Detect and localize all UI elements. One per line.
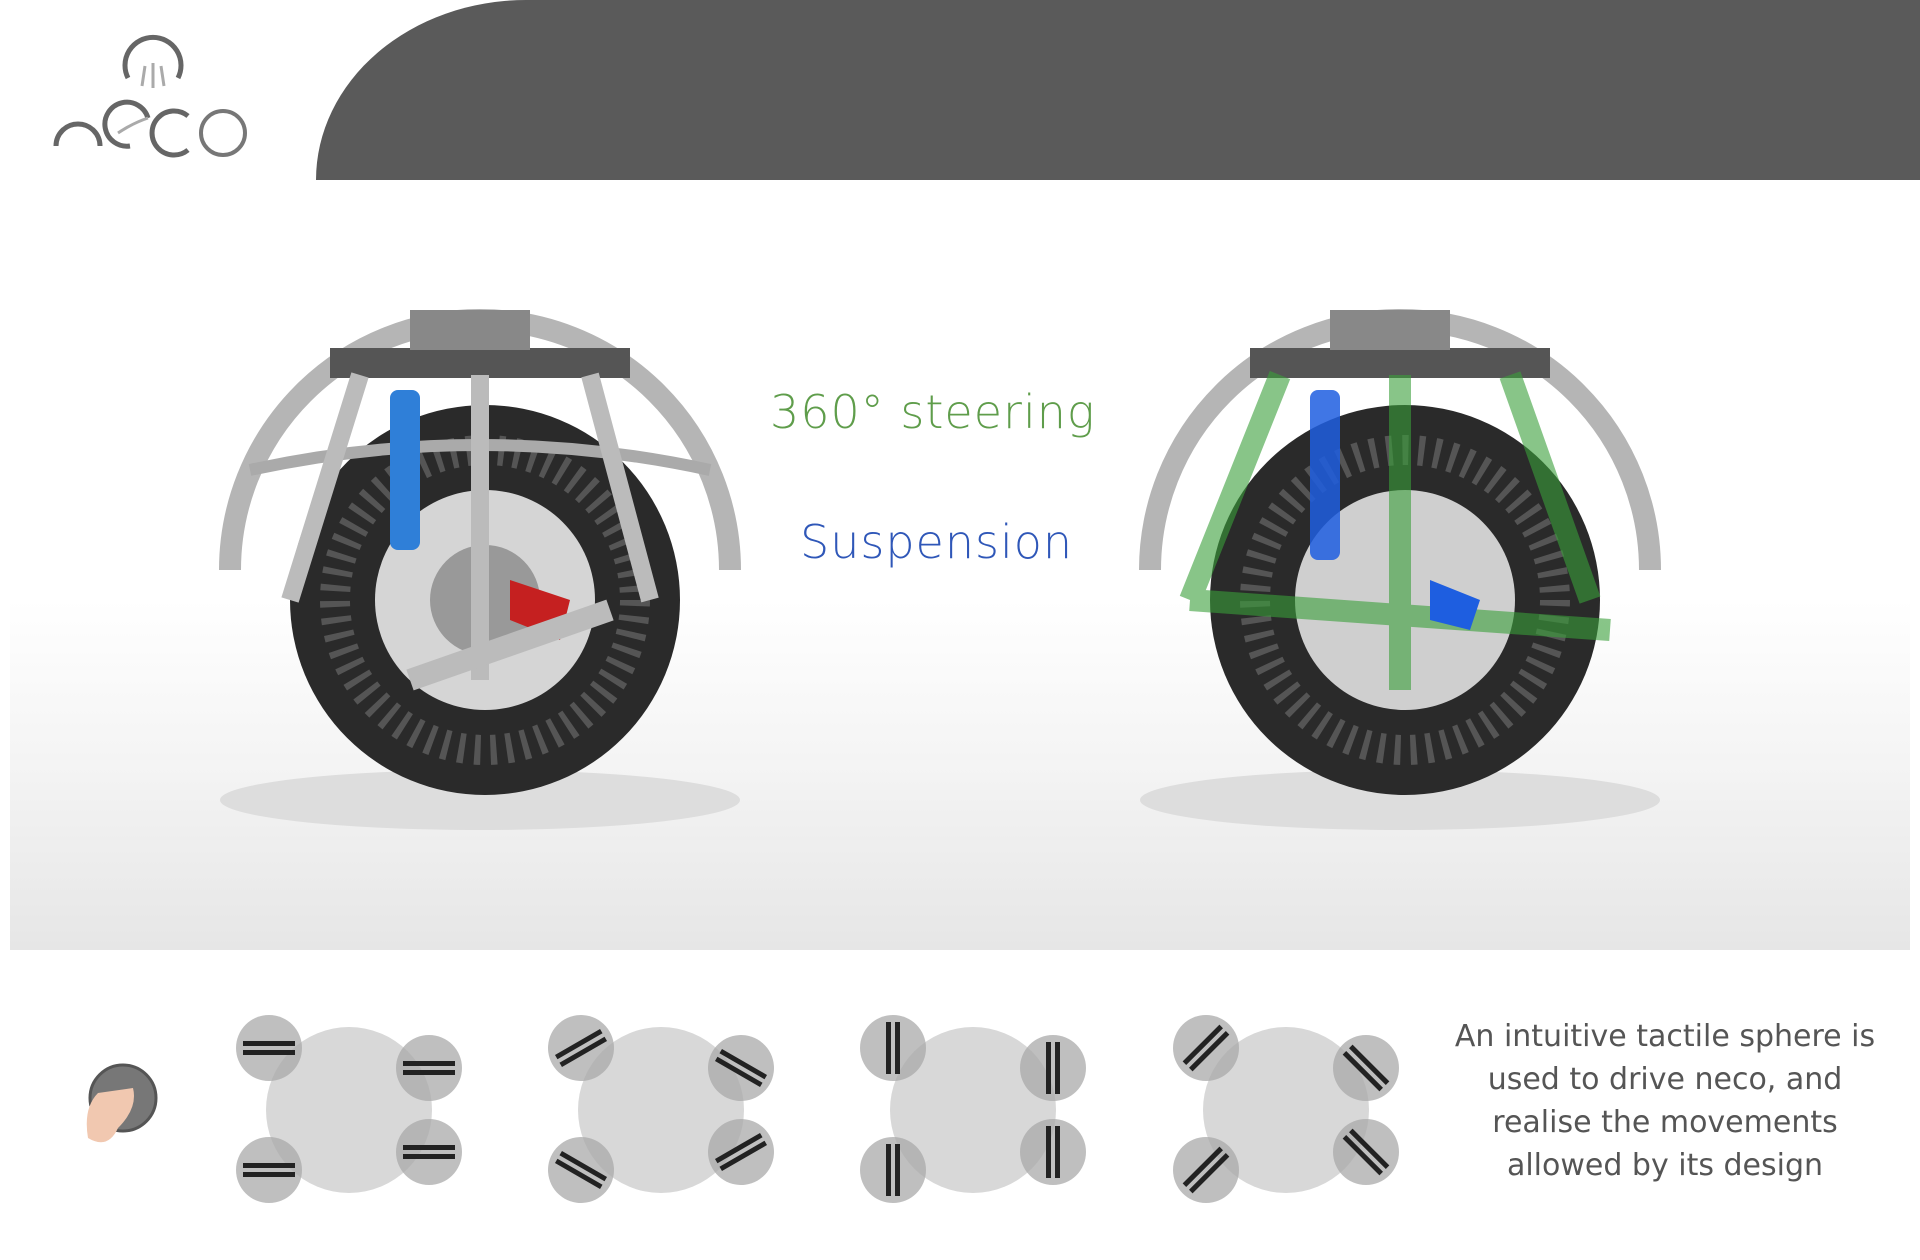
wheel-module bbox=[396, 1119, 462, 1185]
steering-mode-diagram bbox=[860, 1015, 1086, 1203]
wheel-module bbox=[1333, 1119, 1399, 1185]
description-line: An intuitive tactile sphere is bbox=[1454, 1019, 1876, 1054]
wheel-module bbox=[860, 1137, 926, 1203]
neco-logo bbox=[53, 34, 247, 158]
wheel-module bbox=[1173, 1137, 1239, 1203]
chassis-circle bbox=[890, 1027, 1056, 1193]
wheel-module bbox=[236, 1015, 302, 1081]
description-line: realise the movements bbox=[1492, 1105, 1838, 1140]
wheel-module bbox=[548, 1137, 614, 1203]
wheel-module bbox=[708, 1119, 774, 1185]
description-line: used to drive neco, and bbox=[1487, 1062, 1843, 1097]
chassis-circle bbox=[1203, 1027, 1369, 1193]
steering-mode-diagram bbox=[236, 1015, 462, 1203]
wheel-module bbox=[860, 1015, 926, 1081]
tactile-sphere-hand-icon bbox=[86, 1063, 158, 1143]
description-text: An intuitive tactile sphere is used to d… bbox=[1420, 1015, 1910, 1187]
wheel-module bbox=[1020, 1035, 1086, 1101]
suspension-label: Suspension bbox=[800, 515, 1074, 569]
steering-mode-diagram bbox=[1173, 1015, 1399, 1203]
header-band bbox=[316, 0, 1920, 180]
wheel-module bbox=[548, 1015, 614, 1081]
wheel-module bbox=[1173, 1015, 1239, 1081]
chassis-circle bbox=[578, 1027, 744, 1193]
wheel-module bbox=[236, 1137, 302, 1203]
wheel-module bbox=[1020, 1119, 1086, 1185]
chassis-circle bbox=[266, 1027, 432, 1193]
wheel-render-steering bbox=[219, 309, 741, 830]
wheel-module bbox=[1333, 1035, 1399, 1101]
wheel-render-suspension bbox=[1139, 309, 1661, 830]
wheel-module bbox=[708, 1035, 774, 1101]
wheel-module bbox=[396, 1035, 462, 1101]
description-line: allowed by its design bbox=[1506, 1148, 1824, 1183]
steering-mode-diagram bbox=[548, 1015, 774, 1203]
steering-label: 360° steering bbox=[770, 385, 1096, 439]
